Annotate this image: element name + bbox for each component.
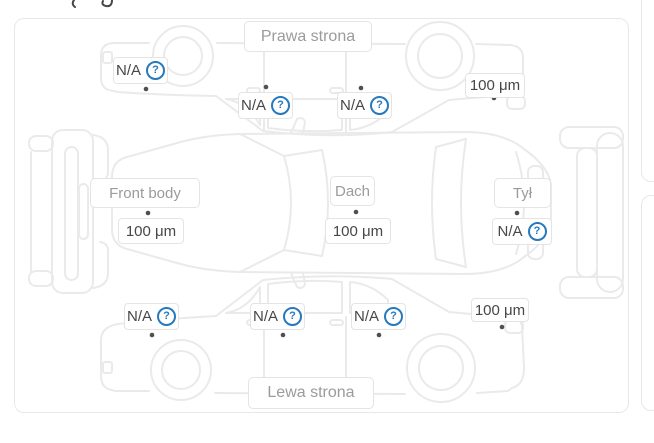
badge-value: N/A [240, 97, 266, 114]
help-icon[interactable]: ? [370, 96, 389, 115]
badge-value: 100 μm [469, 77, 521, 94]
dot-bottom-rear-door [376, 332, 382, 338]
help-icon[interactable]: ? [271, 96, 290, 115]
dot-front-body [145, 210, 151, 216]
badge-value: N/A [339, 97, 365, 114]
dot-top-rear-door [358, 85, 364, 91]
dot-top-front-fender [143, 86, 149, 92]
badge-top-rear-door: N/A ? [337, 92, 392, 119]
badge-roof: 100 μm [325, 218, 391, 244]
help-icon[interactable]: ? [146, 61, 165, 80]
dot-bottom-front-door [280, 332, 286, 338]
badge-bottom-front-door: N/A ? [250, 303, 305, 330]
clipped-heading-text [71, 0, 113, 8]
help-icon[interactable]: ? [283, 307, 302, 326]
badge-bottom-rear-fender: 100 μm [471, 298, 529, 322]
measurement-dots [143, 84, 520, 338]
badge-bottom-front-fender: N/A ? [124, 303, 179, 330]
badge-value: N/A [126, 308, 152, 325]
car-front-view [28, 129, 109, 294]
label-rear: Tył [494, 178, 551, 208]
badge-bottom-rear-door: N/A ? [351, 303, 406, 330]
side-card-bottom [641, 195, 654, 411]
label-right-side: Prawa strona [244, 21, 372, 52]
badge-value: N/A [353, 308, 379, 325]
badge-top-rear-fender: 100 μm [465, 73, 525, 98]
help-icon[interactable]: ? [527, 222, 547, 241]
badge-rear: N/A ? [492, 218, 552, 245]
help-icon[interactable]: ? [384, 307, 403, 326]
badge-top-front-fender: N/A ? [113, 57, 168, 84]
dot-roof [353, 209, 359, 215]
badge-value: N/A [497, 223, 523, 240]
label-front-body: Front body [90, 178, 200, 208]
label-left-side: Lewa strona [248, 377, 374, 409]
car-rear-view [527, 126, 624, 299]
badge-value: N/A [252, 308, 278, 325]
badge-front-body: 100 μm [118, 218, 184, 244]
side-card-top [641, 0, 654, 182]
badge-top-front-door: N/A ? [238, 92, 293, 119]
badge-value: N/A [115, 62, 141, 79]
badge-value: 100 μm [332, 222, 384, 240]
dot-bottom-rear-fender [499, 324, 505, 330]
label-roof: Dach [330, 176, 375, 206]
dot-rear [514, 210, 520, 216]
badge-value: 100 μm [125, 222, 177, 240]
help-icon[interactable]: ? [157, 307, 176, 326]
dot-top-front-door [263, 84, 269, 90]
dot-bottom-front-fender [149, 332, 155, 338]
badge-value: 100 μm [474, 301, 526, 319]
